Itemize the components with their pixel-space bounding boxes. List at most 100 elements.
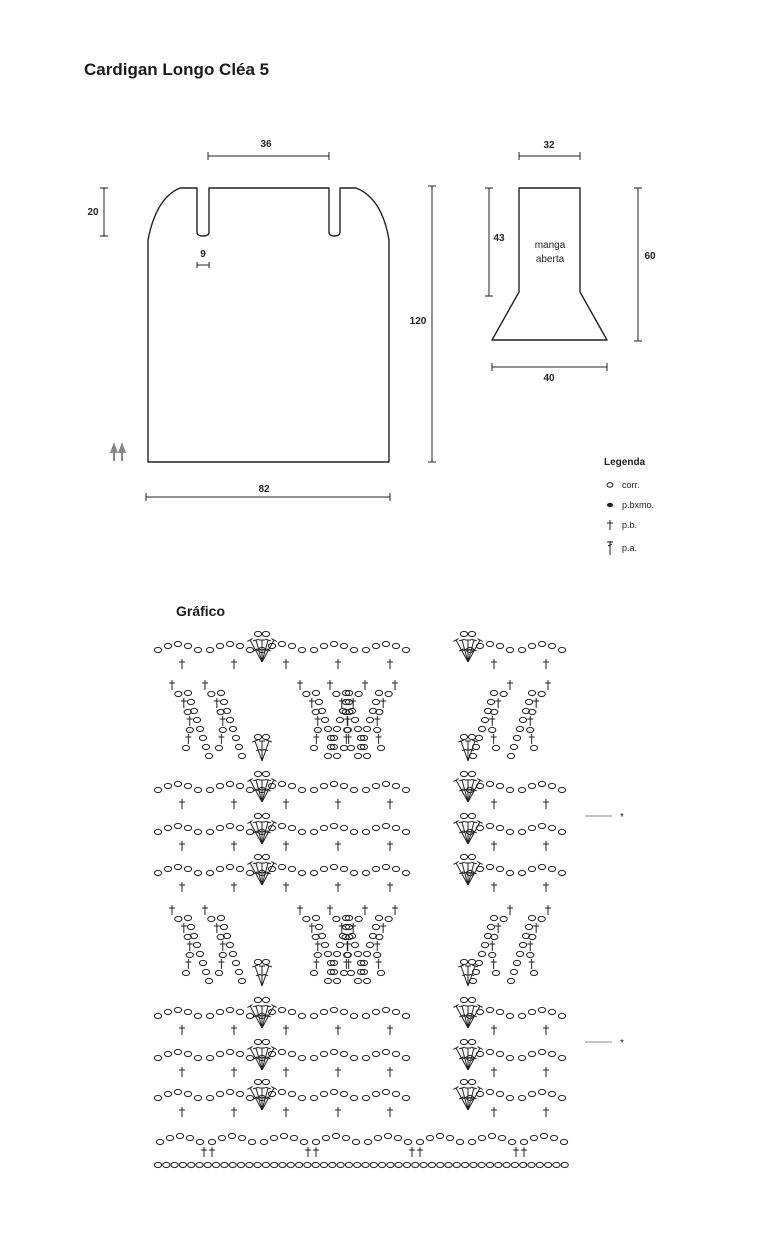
double-crochet-mark: [470, 820, 478, 824]
chain-mark: [319, 1050, 329, 1058]
chain-mark: [228, 950, 238, 958]
double-crochet-mark: [461, 1087, 469, 1111]
chain-mark: [371, 1090, 381, 1098]
chain-mark: [517, 786, 527, 794]
chain-mark: [218, 951, 227, 959]
chain-mark: [487, 1132, 497, 1140]
chain-mark: [225, 780, 235, 788]
chain-mark: [313, 726, 322, 734]
chain-mark: [329, 1048, 339, 1056]
chain-mark: [359, 734, 369, 742]
chain-mark: [187, 1161, 196, 1169]
chain-mark: [557, 869, 567, 877]
chain-mark: [527, 824, 537, 832]
double-crochet-mark: [458, 1086, 466, 1090]
chain-mark: [495, 824, 505, 832]
double-crochet-mark: [253, 1096, 258, 1100]
legend-item-slip-stitch: p.bxmo.: [604, 499, 654, 511]
chain-mark: [436, 1161, 445, 1169]
chain-mark: [339, 969, 349, 977]
chain-mark: [343, 951, 352, 959]
double-crochet-mark: [266, 739, 272, 743]
chain-mark: [339, 865, 349, 873]
chain-mark: [309, 1094, 319, 1102]
chain-mark: [332, 725, 342, 733]
double-crochet-mark: [264, 820, 272, 824]
chain-mark: [261, 1161, 270, 1169]
chain-mark: [517, 1012, 527, 1020]
chain-mark: [261, 630, 271, 638]
chain-mark: [235, 1008, 245, 1016]
chain-mark: [376, 969, 386, 977]
double-crochet-mark: [247, 1086, 253, 1090]
double-crochet-mark: [247, 778, 253, 782]
double-crochet-mark: [459, 830, 464, 834]
chain-mark: [490, 933, 499, 941]
chain-mark: [214, 744, 224, 752]
double-crochet-mark: [460, 965, 469, 987]
double-crochet-mark: [266, 830, 271, 834]
chain-mark: [214, 969, 224, 977]
chain-mark: [311, 708, 320, 716]
chain-mark: [253, 853, 263, 861]
double-crochet-mark: [261, 862, 269, 886]
chain-mark: [195, 1161, 204, 1169]
chain-mark: [183, 708, 192, 716]
chain-mark: [183, 642, 193, 650]
chain-mark: [461, 1161, 470, 1169]
chain-mark: [225, 941, 235, 949]
chain-mark: [173, 1048, 183, 1056]
chain-mark: [277, 1048, 287, 1056]
double-crochet-mark: [461, 862, 469, 886]
chain-mark: [505, 828, 515, 836]
chain-mark: [237, 752, 247, 760]
chain-mark: [509, 968, 519, 976]
chain-mark: [529, 969, 539, 977]
double-crochet-mark: [253, 1014, 258, 1018]
chain-mark: [326, 968, 336, 976]
chain-mark: [261, 733, 271, 741]
chain-mark: [361, 1161, 370, 1169]
chain-mark: [505, 1054, 515, 1062]
chain-mark: [328, 1161, 337, 1169]
double-crochet-mark: [459, 1056, 464, 1060]
double-crochet-mark: [262, 871, 268, 875]
chain-mark: [205, 1054, 215, 1062]
direction-arrows-icon: [110, 442, 126, 461]
chain-mark: [339, 1008, 349, 1016]
double-crochet-mark: [261, 1047, 269, 1071]
chain-mark: [153, 828, 163, 836]
chain-mark: [186, 698, 196, 706]
chain-mark: [528, 933, 537, 941]
chain-mark: [393, 1134, 403, 1142]
chain-mark: [361, 786, 371, 794]
double-crochet-mark: [453, 820, 459, 824]
chain-mark: [220, 1161, 229, 1169]
chain-mark: [391, 1090, 401, 1098]
chain-mark: [386, 1161, 395, 1169]
chain-mark: [215, 782, 225, 790]
chain-mark: [486, 698, 496, 706]
chain-mark: [401, 828, 411, 836]
double-crochet-mark: [470, 778, 478, 782]
dim-sleeve-bottom-label: 40: [543, 373, 555, 384]
chain-mark: [205, 646, 215, 654]
double-crochet-mark: [470, 638, 478, 642]
chain-mark: [527, 782, 537, 790]
chain-mark: [381, 822, 391, 830]
double-crochet-mark: [467, 821, 481, 845]
chain-mark: [332, 752, 342, 760]
chain-mark: [517, 1094, 527, 1102]
chain-mark: [207, 690, 216, 698]
chain-mark: [477, 1161, 486, 1169]
double-crochet-mark: [264, 638, 272, 642]
legend-label: corr.: [622, 480, 640, 490]
chain-mark: [261, 1078, 271, 1086]
chain-mark: [183, 824, 193, 832]
double-crochet-mark: [254, 740, 263, 762]
chain-mark: [381, 863, 391, 871]
chain-mark: [495, 1090, 505, 1098]
double-crochet-mark: [453, 1086, 459, 1090]
chain-mark: [350, 716, 360, 724]
chain-mark: [201, 968, 211, 976]
